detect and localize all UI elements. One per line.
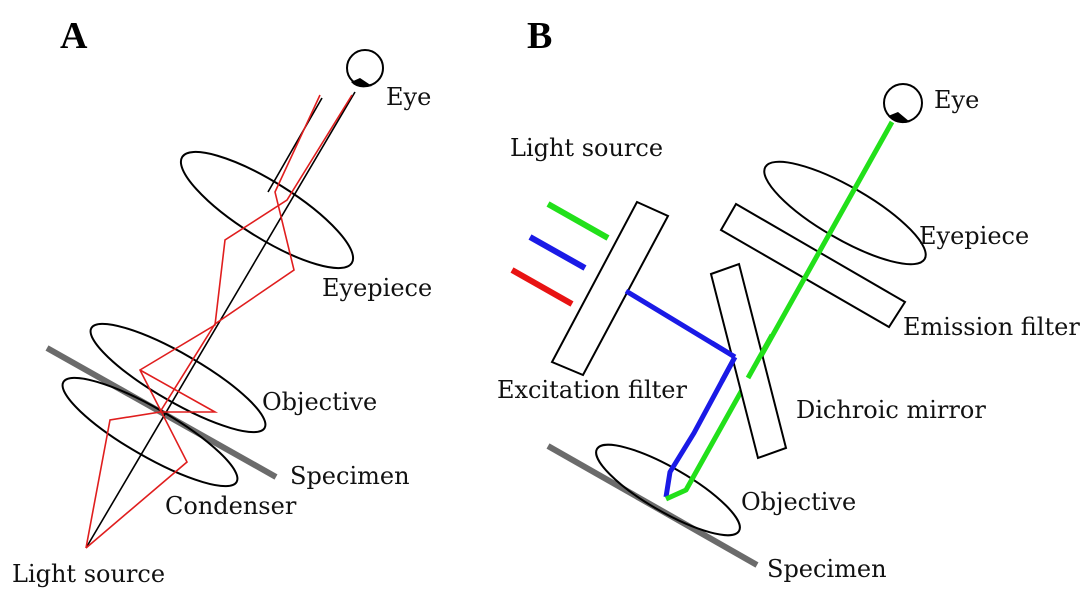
panel-a-objective-lens bbox=[89, 322, 267, 434]
panel-a-eyepiece-lens bbox=[179, 150, 355, 270]
panel-b-blue-light bbox=[528, 234, 587, 271]
panel-b-eye bbox=[883, 83, 923, 124]
panel-a: A Eye Eyepiece Objective Specimen Conden… bbox=[12, 15, 432, 588]
panel-b-label-eye: Eye bbox=[934, 86, 979, 114]
panel-b-eyepiece-lens bbox=[763, 160, 927, 266]
panel-b-emission-beam-through-mirror bbox=[745, 333, 775, 380]
panel-b-excitation-filter bbox=[550, 200, 670, 377]
panel-a-label-eye: Eye bbox=[386, 83, 431, 111]
panel-a-label-light-source: Light source bbox=[12, 560, 165, 588]
panel-a-label-specimen: Specimen bbox=[290, 462, 410, 490]
panel-a-eye bbox=[346, 49, 384, 88]
panel-b-red-light bbox=[510, 267, 574, 307]
panel-b-label-dichroic-mirror: Dichroic mirror bbox=[796, 396, 986, 424]
panel-b-label-objective: Objective bbox=[741, 488, 856, 516]
panel-b-green-light bbox=[546, 201, 610, 241]
panel-a-label-eyepiece: Eyepiece bbox=[322, 274, 432, 302]
panel-b-pupil bbox=[888, 112, 910, 124]
panel-a-red-ray-right bbox=[85, 94, 353, 549]
panel-b-objective-lens bbox=[595, 443, 741, 537]
panel-b-excitation-beam-reflection bbox=[710, 340, 737, 360]
panel-a-label-condenser: Condenser bbox=[165, 492, 297, 520]
panel-a-label: A bbox=[60, 15, 88, 57]
panel-a-eyeball bbox=[346, 49, 384, 87]
panel-b-label-light-source: Light source bbox=[510, 134, 663, 162]
panel-b: B Eye Light source Eye bbox=[497, 15, 1080, 583]
panel-a-red-ray-cross bbox=[139, 369, 219, 413]
panel-b-label-excitation-filter: Excitation filter bbox=[497, 376, 688, 404]
panel-a-eye-ray bbox=[267, 97, 323, 193]
panel-b-dichroic-mirror bbox=[709, 262, 788, 460]
panel-b-label-emission-filter: Emission filter bbox=[903, 313, 1080, 341]
panel-b-emission-beam bbox=[664, 120, 895, 502]
panel-b-excitation-beam-down bbox=[719, 355, 738, 383]
panel-b-label-specimen: Specimen bbox=[767, 555, 887, 583]
panel-b-label: B bbox=[527, 15, 552, 57]
panel-a-pupil bbox=[351, 78, 372, 88]
panel-b-label-eyepiece: Eyepiece bbox=[919, 222, 1029, 250]
panel-a-label-objective: Objective bbox=[262, 388, 377, 416]
panel-a-condenser-lens bbox=[61, 376, 239, 488]
panel-b-excitation-beam bbox=[624, 288, 738, 498]
